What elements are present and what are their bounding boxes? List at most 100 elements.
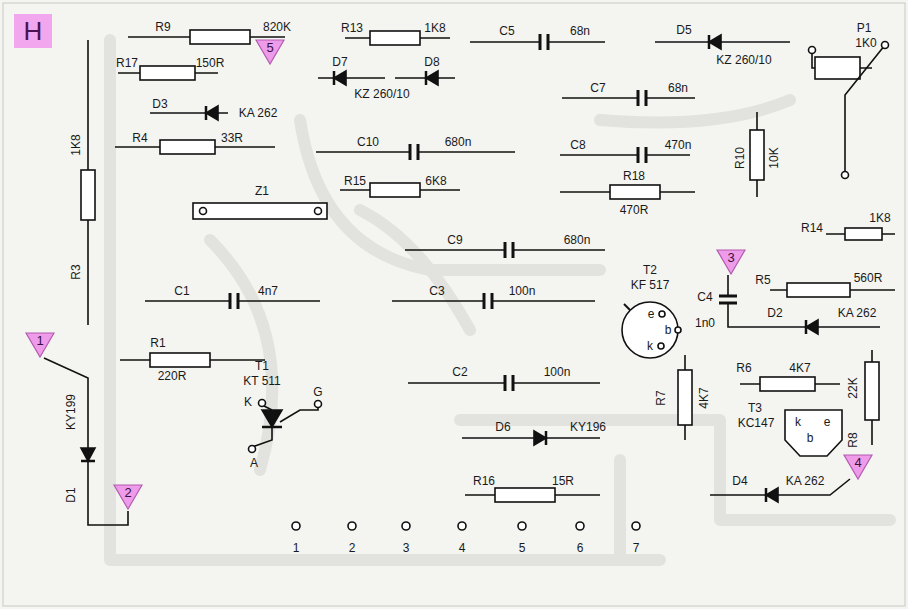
part-label: k bbox=[795, 415, 801, 429]
part-label: 1K8 bbox=[424, 21, 445, 35]
pin-number: 3 bbox=[403, 541, 410, 555]
part-label: D2 bbox=[767, 306, 782, 320]
board-outline bbox=[3, 3, 905, 606]
diode-symbol bbox=[709, 35, 721, 49]
part-label: 68n bbox=[668, 81, 688, 95]
part-label: R13 bbox=[341, 21, 363, 35]
part-label: R5 bbox=[755, 273, 770, 287]
callout-number: 2 bbox=[113, 484, 143, 500]
trace bbox=[110, 40, 660, 560]
part-label: C10 bbox=[357, 135, 379, 149]
transistor-outline bbox=[785, 410, 842, 456]
pad bbox=[882, 42, 889, 49]
part-label: KZ 260/10 bbox=[716, 53, 771, 67]
part-label: D6 bbox=[495, 420, 510, 434]
resistor-symbol bbox=[845, 228, 882, 240]
callout-number: 4 bbox=[843, 454, 873, 470]
part-label: 150R bbox=[196, 56, 225, 70]
part-label: D4 bbox=[732, 474, 747, 488]
board-mark: H bbox=[24, 16, 43, 46]
part-label: 1K0 bbox=[855, 36, 876, 50]
triangle-fill bbox=[26, 333, 54, 357]
thyristor-bar bbox=[262, 426, 282, 429]
transistor-tab bbox=[624, 304, 630, 310]
capacitor-symbol bbox=[410, 144, 418, 160]
capacitor-symbol bbox=[484, 293, 492, 309]
part-label: R18 bbox=[623, 169, 645, 183]
resistor-symbol bbox=[160, 140, 215, 154]
part-label: KA 262 bbox=[786, 474, 825, 488]
part-label: D8 bbox=[424, 55, 439, 69]
pot-wiper bbox=[845, 45, 885, 172]
pad bbox=[632, 522, 640, 530]
diode-bar bbox=[708, 35, 711, 49]
part-label: 15R bbox=[552, 474, 574, 488]
part-label: P1 bbox=[857, 21, 872, 35]
pad bbox=[200, 208, 207, 215]
transistor-outline bbox=[622, 302, 678, 358]
pad bbox=[249, 446, 256, 453]
part-label: 100n bbox=[544, 365, 571, 379]
part-label: KY199 bbox=[64, 394, 78, 430]
capacitor-lead bbox=[560, 154, 690, 156]
potentiometer-symbol bbox=[815, 57, 860, 79]
trace bbox=[210, 240, 272, 470]
part-label: 33R bbox=[221, 131, 243, 145]
part-label: 470n bbox=[665, 138, 692, 152]
triangle-fill bbox=[717, 250, 745, 274]
thyristor-lead bbox=[252, 405, 318, 447]
highlight-patch bbox=[14, 14, 52, 48]
copper-traces bbox=[110, 40, 890, 560]
pad bbox=[259, 400, 266, 407]
diode-bar bbox=[545, 431, 548, 445]
capacitor-symbol bbox=[540, 34, 548, 50]
capacitor-lead bbox=[562, 97, 695, 99]
pad bbox=[348, 522, 356, 530]
pin-number: 4 bbox=[459, 541, 466, 555]
diode-bar bbox=[81, 460, 95, 463]
resistor-symbol bbox=[150, 353, 210, 367]
triangle-fill bbox=[844, 455, 872, 479]
trace bbox=[300, 120, 600, 270]
part-label: T2 bbox=[643, 263, 657, 277]
resistor-symbol bbox=[190, 30, 250, 44]
callout-number: 5 bbox=[255, 39, 285, 55]
part-label: 220R bbox=[158, 369, 187, 383]
pin-number: 1 bbox=[293, 541, 300, 555]
resistor-symbol bbox=[678, 370, 692, 425]
part-label: 680n bbox=[445, 135, 472, 149]
pad bbox=[315, 401, 322, 408]
pad bbox=[842, 172, 849, 179]
diode-bar bbox=[805, 320, 808, 334]
part-label: C7 bbox=[590, 81, 605, 95]
callout-triangle: 2 bbox=[113, 484, 143, 510]
resistor-symbol bbox=[370, 31, 420, 45]
part-label: C8 bbox=[570, 138, 585, 152]
pad bbox=[809, 47, 816, 54]
part-label: C4 bbox=[697, 290, 712, 304]
part-label: 4n7 bbox=[258, 284, 278, 298]
part-label: D7 bbox=[332, 55, 347, 69]
diode-lead bbox=[44, 358, 128, 525]
components bbox=[44, 30, 895, 530]
diode-bar bbox=[765, 488, 768, 502]
diode-symbol bbox=[81, 448, 95, 461]
part-label: R17 bbox=[116, 56, 138, 70]
callout-number: 3 bbox=[716, 249, 746, 265]
part-label: 68n bbox=[570, 24, 590, 38]
capacitor-symbol bbox=[638, 90, 646, 106]
part-label: R16 bbox=[473, 474, 495, 488]
part-label: e bbox=[824, 415, 831, 429]
diode-symbol bbox=[766, 488, 778, 502]
resistor-symbol bbox=[81, 170, 95, 220]
capacitor-symbol bbox=[505, 375, 513, 391]
pad bbox=[402, 522, 410, 530]
part-label: T1 bbox=[255, 359, 269, 373]
diode-symbol bbox=[334, 71, 346, 85]
capacitor-symbol bbox=[505, 242, 513, 258]
part-label: b bbox=[807, 431, 814, 445]
part-label: b bbox=[665, 323, 672, 337]
part-label: KC147 bbox=[738, 416, 775, 430]
diode-lead bbox=[710, 479, 850, 495]
